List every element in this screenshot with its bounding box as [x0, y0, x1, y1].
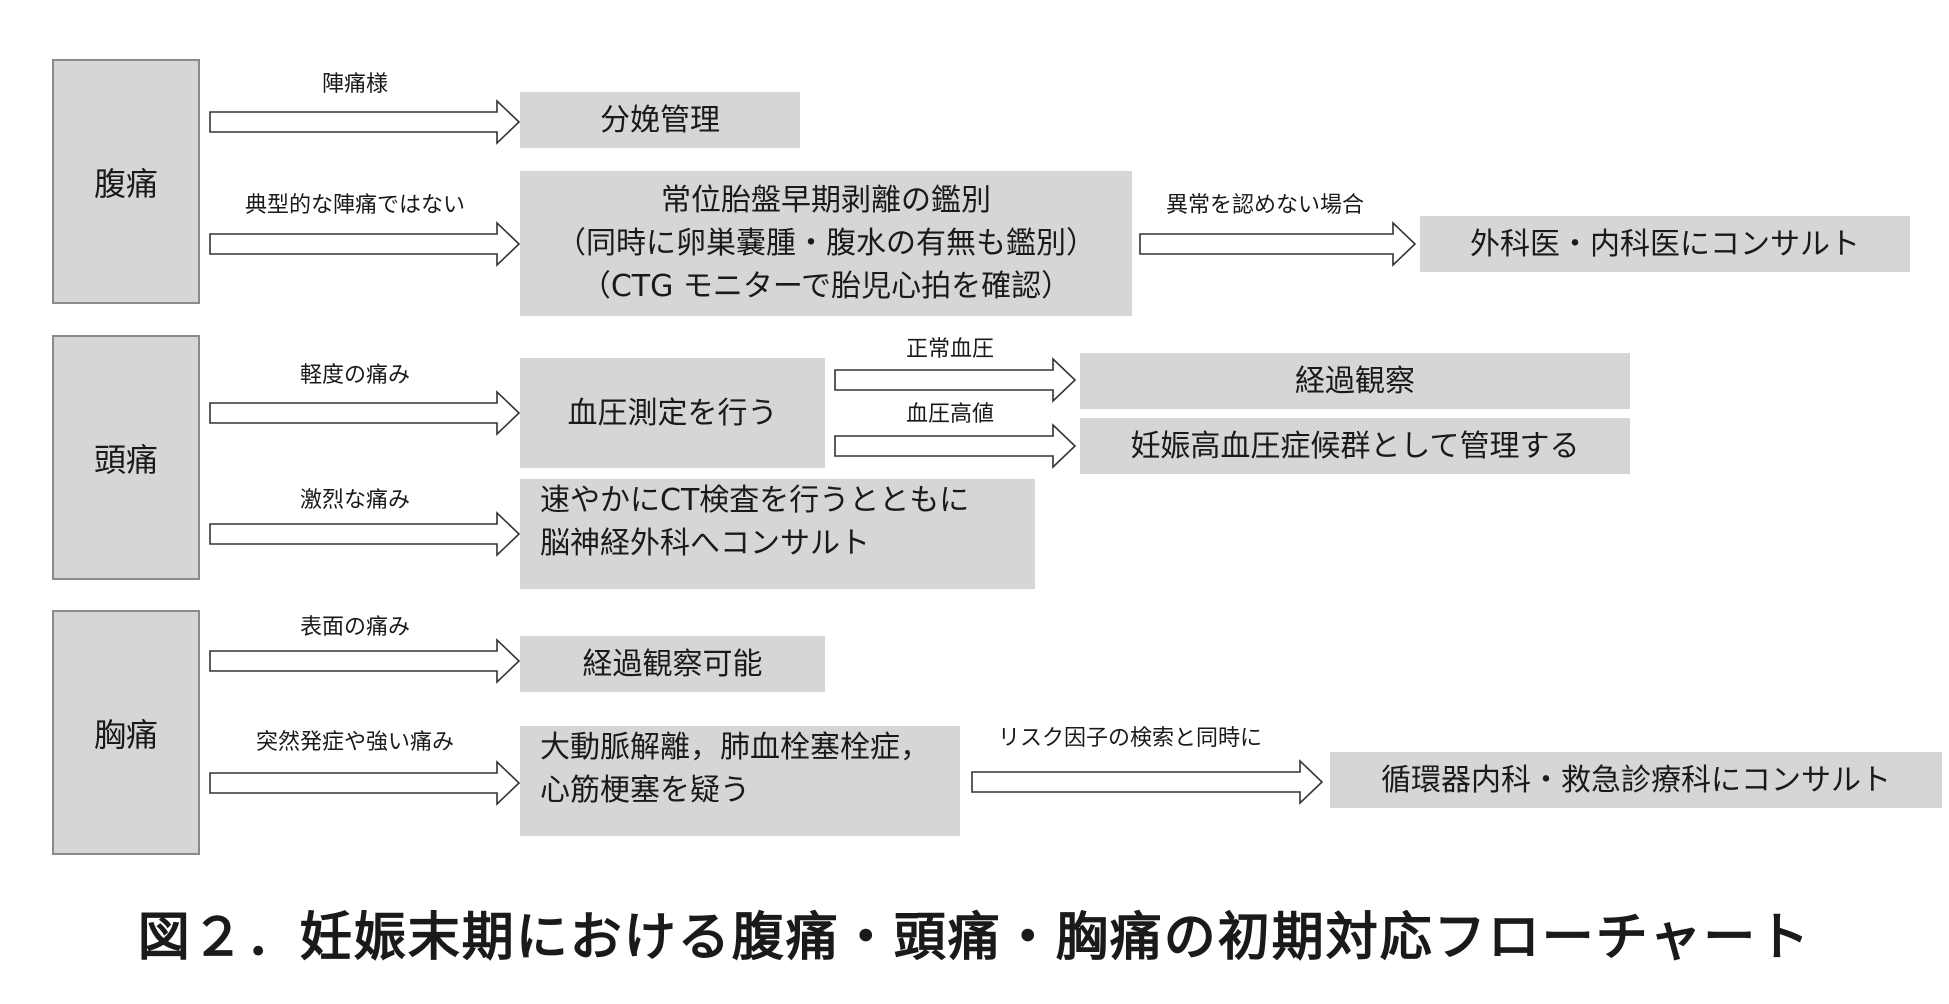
- arrow-labor-to-delivery: [209, 99, 521, 145]
- label-labor-like: 陣痛様: [321, 72, 388, 97]
- label-high-bp: 血圧高値: [905, 402, 994, 427]
- arrow-sudden-to-suspect: [209, 760, 521, 806]
- box-observation-possible-text: 経過観察可能: [582, 646, 763, 682]
- figure-caption: 図２．妊娠末期における腹痛・頭痛・胸痛の初期対応フローチャート: [137, 908, 1812, 968]
- label-no-abnormality: 異常を認めない場合: [1165, 193, 1364, 218]
- box-cardio-emergency-consult: 循環器内科・救急診療科にコンサルト: [1330, 752, 1942, 808]
- arrow-bp-to-observation: [834, 357, 1077, 403]
- box-ct-line-1: 速やかにCT検査を行うとともに: [540, 483, 970, 518]
- category-chest-pain-text: 胸痛: [93, 715, 158, 754]
- arrow-bp-to-pih: [834, 423, 1077, 469]
- box-pih-management-text: 妊娠高血圧症候群として管理する: [1130, 428, 1580, 464]
- box-suspect-line-2: 心筋梗塞を疑う: [540, 773, 750, 808]
- arrow-suspect-to-cardio: [971, 759, 1324, 805]
- arrow-abruption-to-surgery: [1139, 221, 1417, 267]
- box-delivery-management: 分娩管理: [520, 92, 800, 148]
- label-surface-pain: 表面の痛み: [299, 615, 410, 640]
- box-surgery-internal-consult-text: 外科医・内科医にコンサルト: [1470, 226, 1860, 262]
- box-ct-neurosurgery: 速やかにCT検査を行うとともに 脳神経外科へコンサルト: [520, 479, 1035, 589]
- box-observation-possible: 経過観察可能: [520, 636, 825, 692]
- box-observation: 経過観察: [1080, 353, 1630, 409]
- category-headache-text: 頭痛: [93, 440, 158, 479]
- box-abruption-line-1: 常位胎盤早期剥離の鑑別: [661, 183, 991, 218]
- arrow-surface-to-observation: [209, 638, 521, 684]
- box-delivery-management-text: 分娩管理: [600, 102, 720, 138]
- label-sudden-onset: 突然発症や強い痛み: [255, 730, 454, 755]
- box-abruption-differential: 常位胎盤早期剥離の鑑別 （同時に卵巣嚢腫・腹水の有無も鑑別） （CTG モニター…: [520, 171, 1132, 316]
- box-suspect-line-1: 大動脈解離，肺血栓塞栓症，: [540, 730, 930, 765]
- box-bp-measurement: 血圧測定を行う: [520, 358, 825, 468]
- category-chest-pain: 胸痛: [52, 610, 200, 855]
- label-atypical: 典型的な陣痛ではない: [244, 193, 465, 218]
- arrow-severe-to-ct: [209, 511, 521, 557]
- box-suspect-diagnoses: 大動脈解離，肺血栓塞栓症， 心筋梗塞を疑う: [520, 726, 960, 836]
- label-risk-search: リスク因子の検索と同時に: [997, 726, 1262, 751]
- category-abdominal-pain-text: 腹痛: [93, 164, 158, 203]
- category-headache: 頭痛: [52, 335, 200, 580]
- box-surgery-internal-consult: 外科医・内科医にコンサルト: [1420, 216, 1910, 272]
- box-ct-line-2: 脳神経外科へコンサルト: [540, 526, 870, 561]
- box-observation-text: 経過観察: [1295, 363, 1415, 399]
- category-abdominal-pain: 腹痛: [52, 59, 200, 304]
- arrow-atypical-to-abruption: [209, 221, 521, 267]
- label-severe-pain: 激烈な痛み: [299, 488, 410, 513]
- label-mild-pain: 軽度の痛み: [299, 363, 410, 388]
- label-normal-bp: 正常血圧: [905, 337, 994, 362]
- arrow-mild-to-bp: [209, 390, 521, 436]
- box-bp-measurement-text: 血圧測定を行う: [567, 395, 778, 431]
- box-abruption-line-3: （CTG モニターで胎児心拍を確認）: [580, 269, 1072, 304]
- box-pih-management: 妊娠高血圧症候群として管理する: [1080, 418, 1630, 474]
- box-cardio-emergency-consult-text: 循環器内科・救急診療科にコンサルト: [1381, 762, 1891, 798]
- box-abruption-line-2: （同時に卵巣嚢腫・腹水の有無も鑑別）: [556, 226, 1096, 261]
